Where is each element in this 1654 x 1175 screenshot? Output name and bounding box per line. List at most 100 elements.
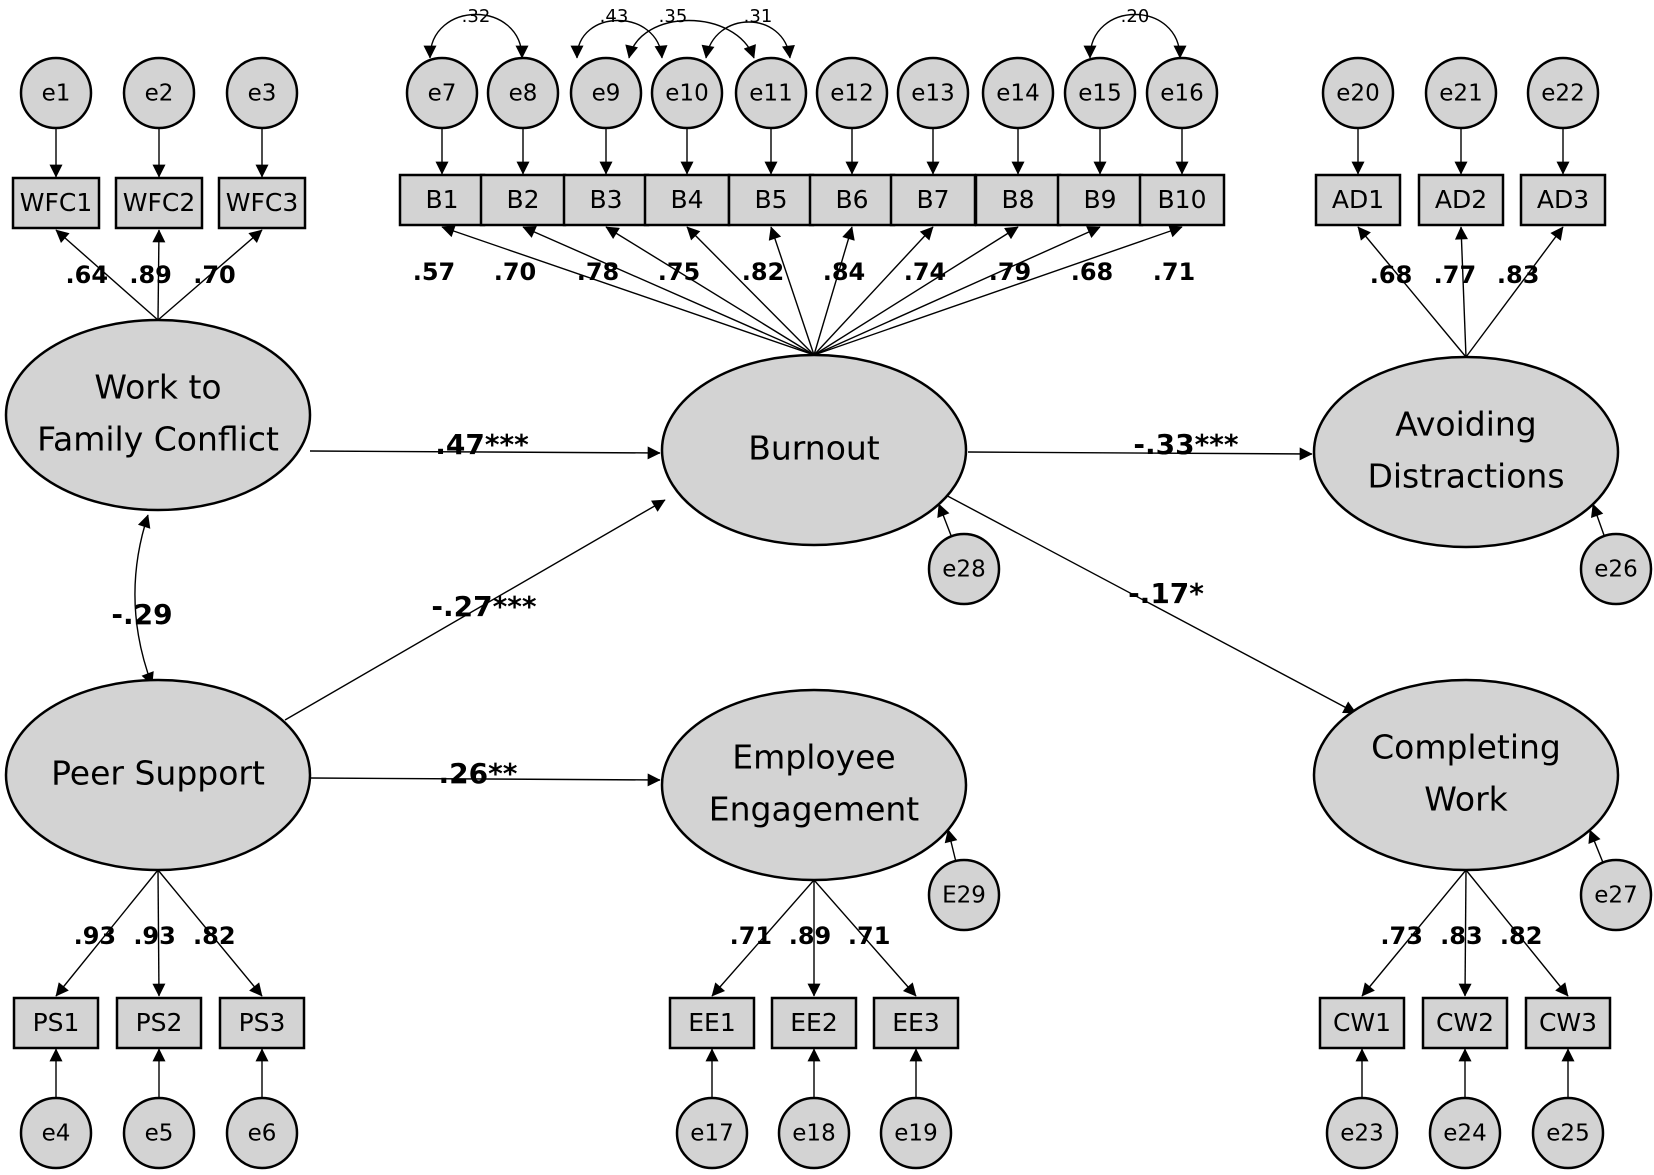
error-e14-label: e14 <box>996 81 1039 107</box>
indicator-wfc2-label: WFC2 <box>123 188 195 217</box>
error-e25-circle <box>1531 1096 1605 1170</box>
error-e5-circle <box>122 1096 196 1170</box>
latent-cw-label: Work <box>1424 780 1508 819</box>
indicator-wfc2-box <box>114 176 204 230</box>
loading-value-b2: .70 <box>494 258 537 286</box>
error-e20-circle <box>1321 56 1395 130</box>
error-e16-circle <box>1145 56 1219 130</box>
latent-wfc-ellipse <box>4 318 312 512</box>
indicator-b3-box <box>562 173 650 227</box>
indicator-ad2-box <box>1417 173 1505 227</box>
disturbance-e26-label: e26 <box>1594 557 1637 583</box>
error-e1-label: e1 <box>42 81 71 107</box>
loading-path-b2 <box>522 226 815 356</box>
disturbance-e29-circle <box>927 858 1001 932</box>
indicator-ee3-label: EE3 <box>892 1008 940 1037</box>
indicator-b3-label: B3 <box>589 185 622 214</box>
node-layer <box>4 56 1653 1170</box>
indicator-ee3-box <box>872 996 960 1050</box>
loading-path-b9 <box>813 226 1101 356</box>
indicator-cw2-box <box>1421 996 1509 1050</box>
latent-burn-label: Burnout <box>748 429 880 468</box>
error-e14-circle <box>981 56 1055 130</box>
loading-value-wfc1: .64 <box>66 261 109 289</box>
path-coefficient-ps-burn: -.27*** <box>431 590 537 623</box>
loading-value-b8: .79 <box>989 258 1032 286</box>
loading-value-b4: .75 <box>658 258 701 286</box>
indicator-ee2-label: EE2 <box>790 1008 838 1037</box>
latent-cw-label: Completing <box>1371 728 1561 767</box>
indicator-b4-label: B4 <box>670 185 703 214</box>
loading-value-wfc3: .70 <box>193 261 236 289</box>
structural-path-burn-ad <box>967 447 1313 461</box>
indicator-cw1-box <box>1318 996 1406 1050</box>
indicator-ps2-box <box>115 996 203 1050</box>
disturbance-e28-circle <box>927 532 1001 606</box>
indicator-b5-label: B5 <box>754 185 787 214</box>
error-e16-label: e16 <box>1160 81 1203 107</box>
disturbance-e27-circle <box>1579 858 1653 932</box>
indicator-wfc3-box <box>217 176 307 230</box>
indicator-ps1-box <box>12 996 100 1050</box>
indicator-ps3-box <box>218 996 306 1050</box>
latent-cw-ellipse <box>1312 678 1620 872</box>
indicator-ad1-label: AD1 <box>1332 185 1384 214</box>
loading-path-b3 <box>605 226 815 356</box>
error-covariance-e9-e11-curve <box>625 19 756 59</box>
error-e18-label: e18 <box>792 1121 835 1147</box>
error-covariance-e9-e10-curve <box>570 19 668 59</box>
error-e15-label: e15 <box>1078 81 1121 107</box>
latent-ad-label: Distractions <box>1367 457 1564 496</box>
error-e24-label: e24 <box>1443 1121 1486 1147</box>
loading-path-b5 <box>768 226 815 356</box>
error-e2-circle <box>122 56 196 130</box>
error-e20-label: e20 <box>1336 81 1379 107</box>
indicator-b1-label: B1 <box>425 185 458 214</box>
loading-path-ee3 <box>813 879 917 997</box>
indicator-wfc1-box <box>11 176 101 230</box>
error-e6-label: e6 <box>248 1121 277 1147</box>
loading-path-b6 <box>813 226 855 356</box>
disturbance-e29-label: E29 <box>942 883 986 909</box>
indicator-b9-label: B9 <box>1083 185 1116 214</box>
loading-path-b8 <box>813 226 1019 356</box>
indicator-b6-box <box>808 173 896 227</box>
indicator-ps3-label: PS3 <box>239 1008 286 1037</box>
path-coefficient-burn-cw: -.17* <box>1128 577 1204 610</box>
path-coefficient-ps-ee: .26** <box>439 757 518 790</box>
loading-value-cw2: .83 <box>1440 922 1483 950</box>
error-e12-circle <box>815 56 889 130</box>
error-covariance-e15-e16-curve <box>1083 13 1187 59</box>
error-e22-circle <box>1526 56 1600 130</box>
error-e8-circle <box>486 56 560 130</box>
indicator-b6-label: B6 <box>835 185 868 214</box>
loading-path-ad1 <box>1357 226 1467 358</box>
indicator-b5-box <box>727 173 815 227</box>
indicator-b9-box <box>1056 173 1144 227</box>
error-e15-circle <box>1063 56 1137 130</box>
loading-value-b1: .57 <box>413 258 456 286</box>
loading-value-ad2: .77 <box>1434 261 1477 289</box>
loading-path-ad2 <box>1454 226 1468 358</box>
loading-path-cw2 <box>1458 869 1472 997</box>
error-e7-circle <box>405 56 479 130</box>
error-e7-label: e7 <box>428 81 457 107</box>
error-e24-circle <box>1428 1096 1502 1170</box>
error-covariance-e15-e16-label: .20 <box>1121 6 1150 27</box>
indicator-b2-box <box>479 173 567 227</box>
error-e5-label: e5 <box>145 1121 174 1147</box>
error-e17-label: e17 <box>690 1121 733 1147</box>
loading-value-b9: .68 <box>1071 258 1114 286</box>
indicator-cw3-box <box>1524 996 1612 1050</box>
error-covariance-e7-e8-label: .32 <box>462 6 491 27</box>
indicator-ad1-box <box>1314 173 1402 227</box>
indicator-ee2-box <box>770 996 858 1050</box>
error-e3-circle <box>225 56 299 130</box>
error-e13-circle <box>896 56 970 130</box>
loading-value-ps3: .82 <box>193 922 236 950</box>
latent-ee-label: Engagement <box>709 790 920 829</box>
disturbance-path-e29 <box>944 829 958 862</box>
latent-ee-ellipse <box>660 688 968 882</box>
